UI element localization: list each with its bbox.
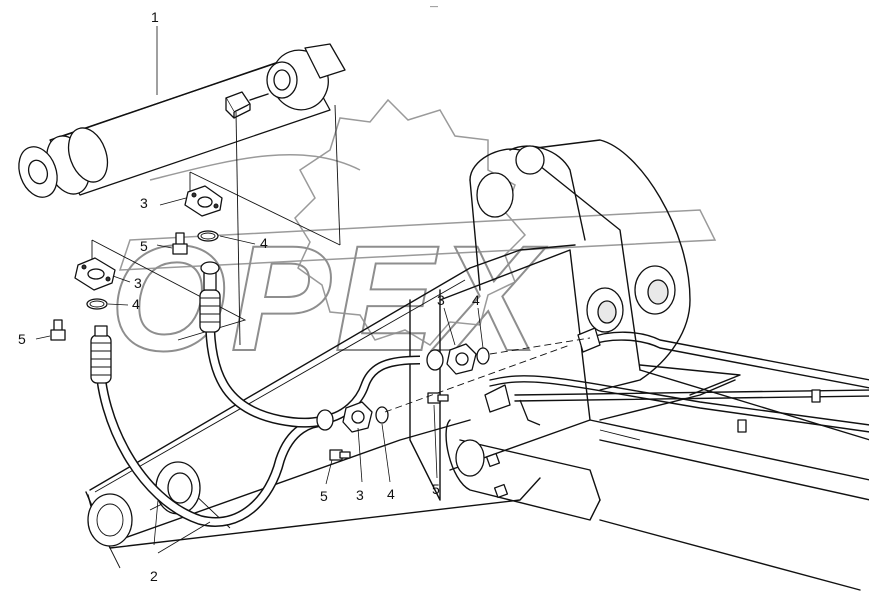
callout-3-flange-middle: 3 [356,487,364,503]
callout-1-cylinder: 1 [151,9,159,25]
watermark-gear-icon [294,98,527,346]
hose-assembly-middle [316,349,444,431]
dashed-connection-lines [384,337,591,413]
bolt-middle [329,449,351,461]
bolt-upper-right [427,392,449,404]
callout-labels: 1 3 5 4 3 4 5 2 3 4 3 4 5 5 ― [18,2,480,584]
bolt-top-right [172,232,188,255]
bolt-left [50,319,66,341]
watermark-swoosh [118,154,717,271]
callout-5-bolt-left: 5 [18,331,26,347]
callout-3-flange-top: 3 [140,195,148,211]
pivot-boss-upper [476,172,514,218]
rigid-pipes [484,327,869,433]
callout-5-bolt-top: 5 [140,238,148,254]
oring-middle [375,406,389,424]
flange-upper-right [446,343,477,375]
callout-2-hose: 2 [150,568,158,584]
oring-upper-right [476,347,490,365]
boom-structure [85,139,869,591]
flange-left [74,257,116,291]
clamps [485,452,509,499]
hose-assembly-left [90,325,331,527]
callout-4-oring-upper: 4 [472,292,480,308]
corner-mark: ― [430,2,438,11]
flange-middle [342,401,373,433]
oring-left [86,298,108,310]
callout-leaders [35,26,484,554]
callout-4-oring-middle: 4 [387,486,395,502]
callout-3-flange-upper: 3 [437,292,445,308]
projection-lines [91,104,341,346]
hydraulic-cylinder [18,43,346,198]
flange-top-right [184,185,223,217]
oring-top-right [197,230,219,242]
callout-4-oring-left: 4 [132,296,140,312]
callout-5-bolt-upper: 5 [432,481,440,497]
callout-4-oring-top: 4 [260,235,268,251]
callout-3-flange-left: 3 [134,275,142,291]
callout-5-bolt-middle: 5 [320,488,328,504]
